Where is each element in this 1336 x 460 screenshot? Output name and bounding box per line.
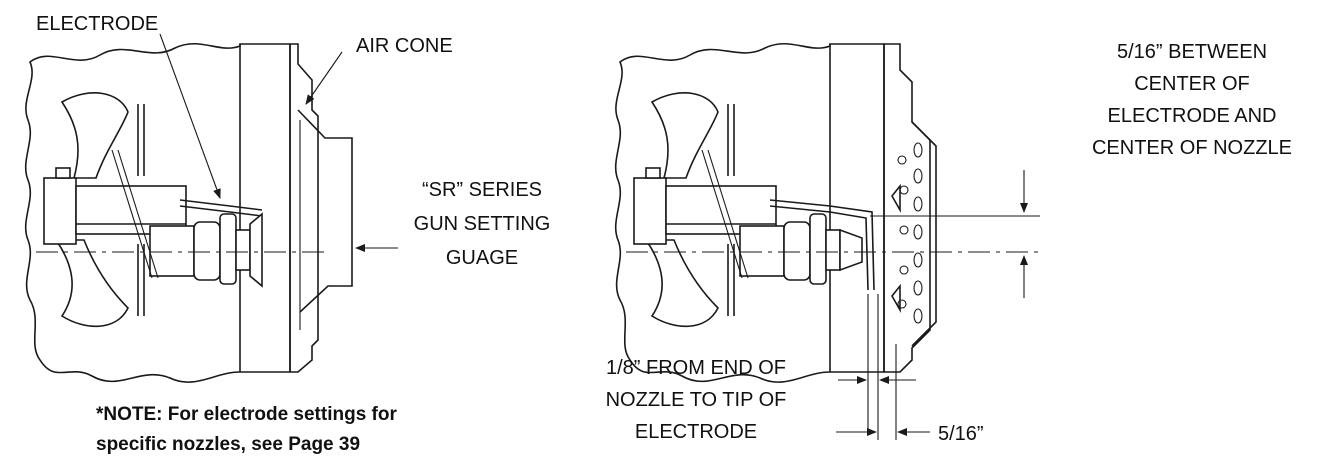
right-gun-assembly	[614, 43, 1040, 383]
sr-gauge-label-line3: GUAGE	[446, 247, 518, 269]
right-dimension-lines	[836, 170, 1040, 440]
right-housing-outline	[614, 43, 885, 383]
left-housing-outline	[24, 43, 291, 383]
between-centers-label-line2: CENTER OF	[1134, 73, 1250, 95]
sr-gauge-label-line1: “SR” SERIES	[422, 179, 542, 201]
left-air-cone	[290, 43, 319, 373]
end-of-nozzle-label-line2: NOZZLE TO TIP OF	[606, 389, 787, 411]
left-fan-blade-lower	[54, 239, 129, 328]
air-cone-label: AIR CONE	[356, 35, 453, 57]
left-gun-assembly	[24, 43, 353, 383]
between-centers-label-line1: 5/16” BETWEEN	[1117, 41, 1267, 63]
left-fan-blade-upper	[60, 92, 129, 179]
between-centers-label-line4: CENTER OF NOZZLE	[1092, 137, 1292, 159]
electrode-leader	[159, 33, 221, 199]
end-of-nozzle-label-line3: ELECTRODE	[635, 421, 757, 443]
right-air-cone	[884, 43, 931, 373]
end-of-nozzle-label-line1: 1/8” FROM END OF	[606, 357, 786, 379]
between-centers-label-line3: ELECTRODE AND	[1108, 105, 1277, 127]
note-line1: *NOTE: For electrode settings for	[96, 404, 397, 425]
air-cone-leader	[305, 51, 343, 105]
note-line2: specific nozzles, see Page 39	[96, 434, 360, 455]
sr-gauge-label-line2: GUN SETTING	[414, 213, 551, 235]
bottom-dimension-label: 5/16”	[938, 423, 984, 445]
electrode-label: ELECTRODE	[36, 13, 158, 35]
